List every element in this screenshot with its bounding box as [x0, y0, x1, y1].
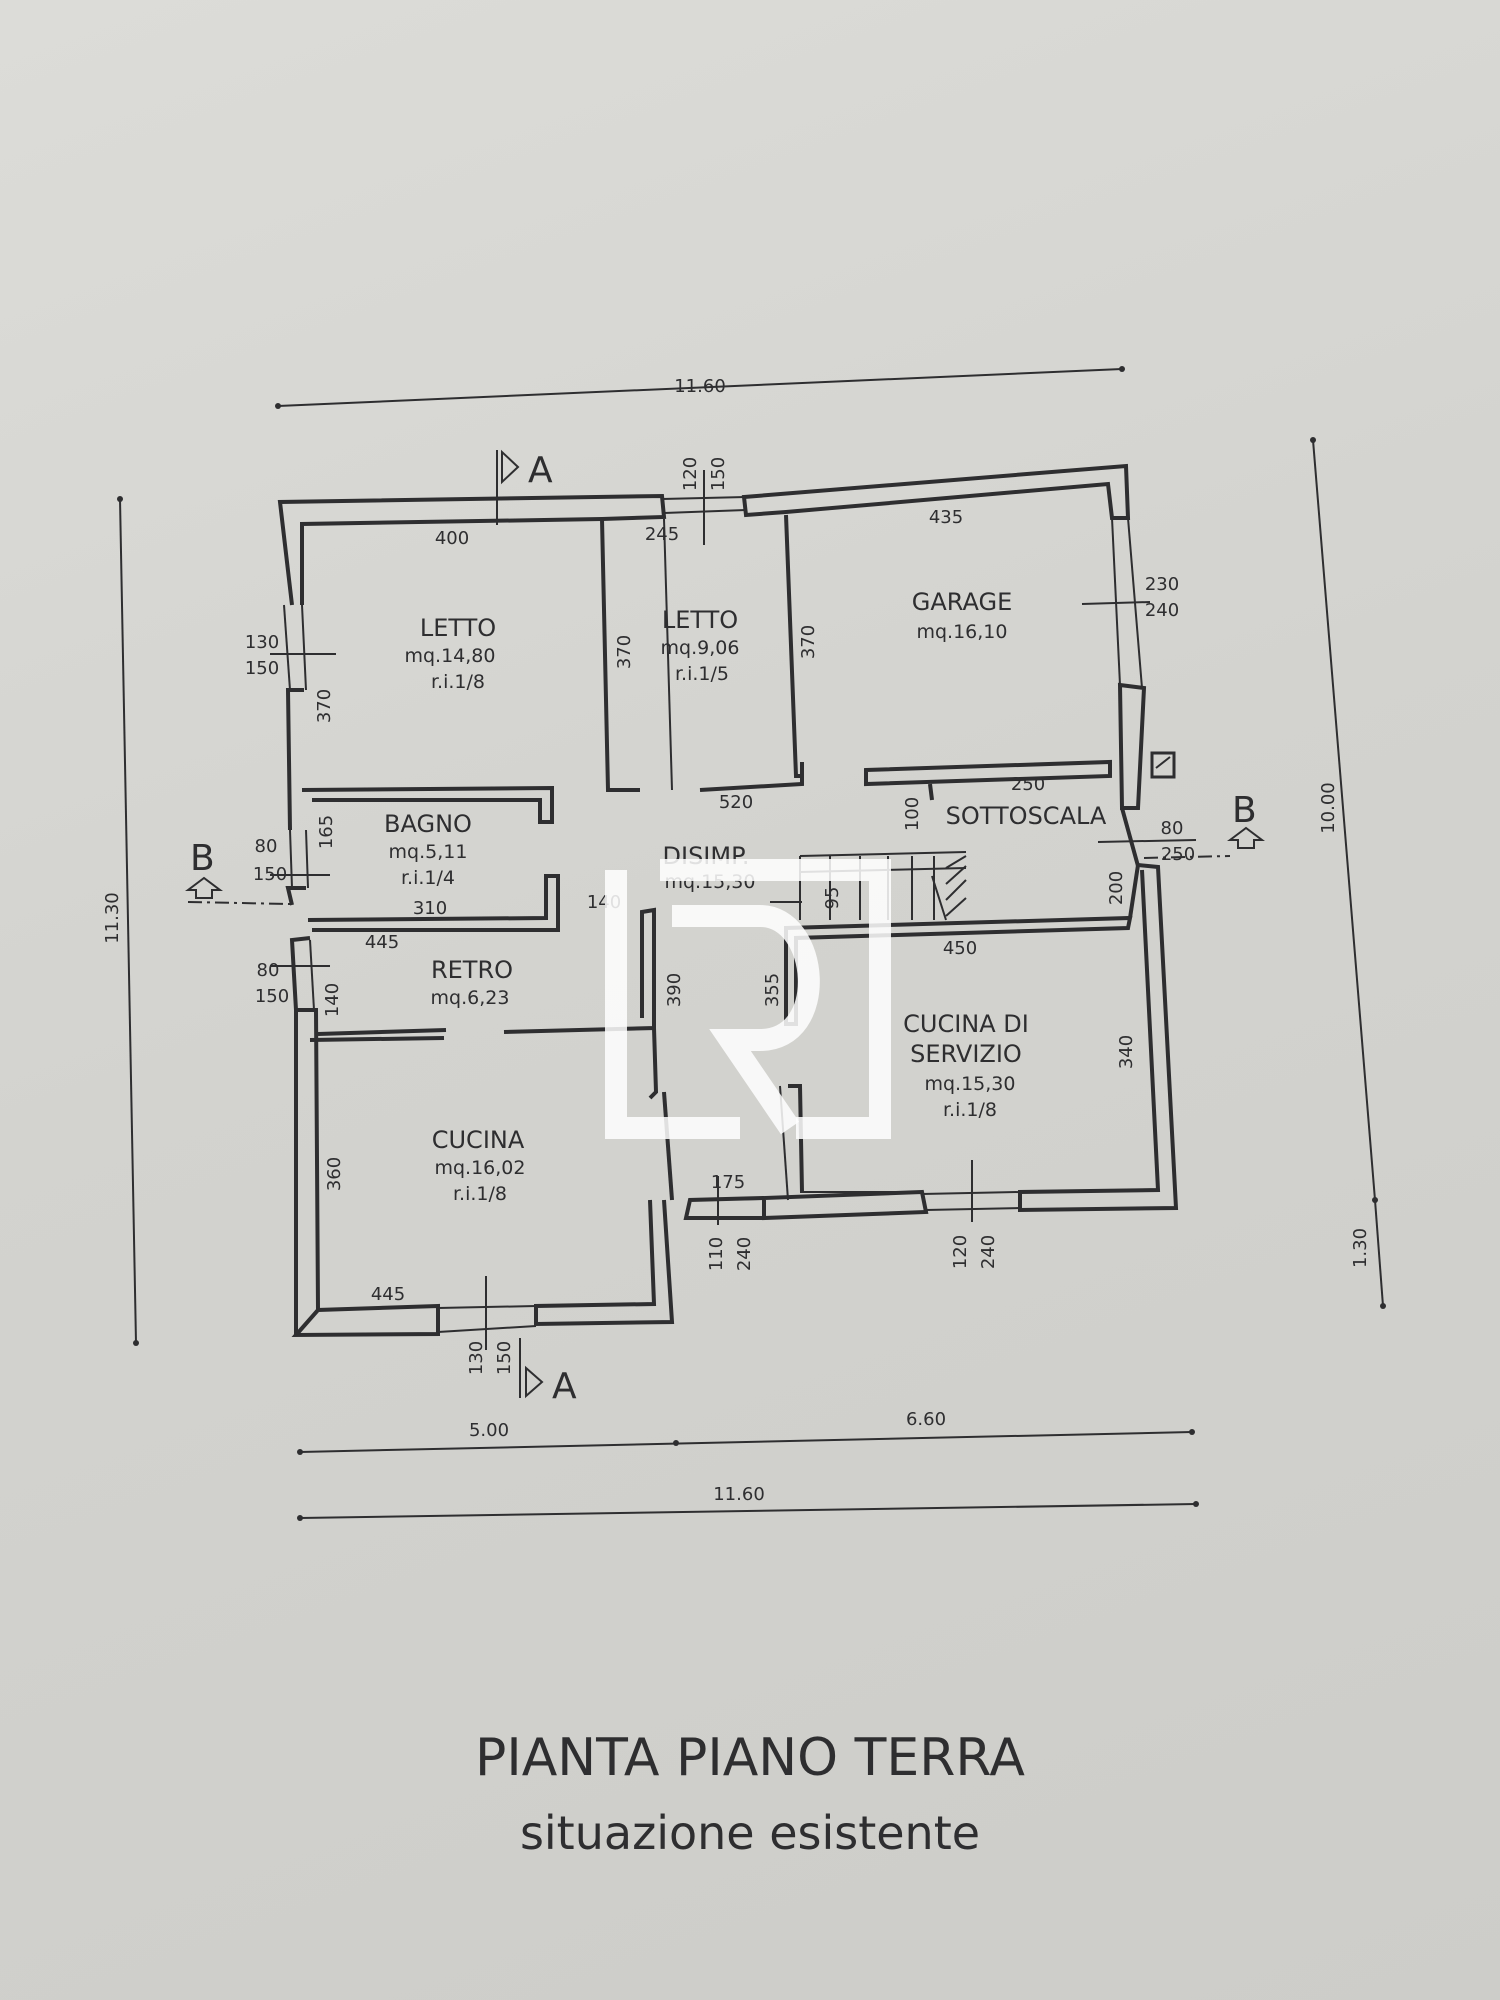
dim-370-garage: 370	[798, 625, 819, 659]
room-letto-1-ri: r.i.1/8	[431, 671, 485, 693]
room-bagno-name: BAGNO	[384, 810, 472, 838]
dim-100: 100	[902, 797, 923, 831]
dim-200: 200	[1106, 871, 1127, 905]
dim-450: 450	[943, 938, 977, 959]
dim-120-bottom: 120	[950, 1235, 971, 1269]
dim-370-letto2: 370	[614, 635, 635, 669]
dim-bottom-total: 11.60	[713, 1484, 765, 1505]
room-retro-area: mq.6,23	[431, 987, 510, 1009]
section-b-right: B	[1232, 790, 1257, 831]
dim-360: 360	[324, 1157, 345, 1191]
dim-80-right: 80	[1161, 818, 1184, 839]
room-letto-1-name: LETTO	[420, 614, 496, 642]
dim-bottom-left: 5.00	[469, 1420, 509, 1441]
dim-445-cucina: 445	[371, 1284, 405, 1305]
dimension-lines: 11.60 11.30 10.00 1.30 5.00 6.60 11.60	[102, 366, 1386, 1521]
room-letto-2-name: LETTO	[662, 606, 738, 634]
room-letto-2-ri: r.i.1/5	[675, 663, 729, 685]
dim-250-sottoscala: 250	[1011, 774, 1045, 795]
dim-130-left: 130	[245, 632, 279, 653]
dim-240-garage: 240	[1145, 600, 1179, 621]
dim-340: 340	[1116, 1035, 1137, 1069]
room-cucina-servizio-name-2: SERVIZIO	[910, 1040, 1022, 1068]
dim-110: 110	[706, 1237, 727, 1271]
dim-left-height: 11.30	[102, 892, 123, 944]
room-labels: LETTO mq.14,80 r.i.1/8 LETTO mq.9,06 r.i…	[384, 588, 1107, 1205]
dim-165: 165	[316, 815, 337, 849]
dim-120-top: 120	[680, 457, 701, 491]
room-bagno-ri: r.i.1/4	[401, 867, 455, 889]
dim-175: 175	[711, 1172, 745, 1193]
dim-400: 400	[435, 528, 469, 549]
dim-370-letto1: 370	[314, 689, 335, 723]
plan-title: PIANTA PIANO TERRA	[475, 1728, 1025, 1788]
room-sottoscala-name: SOTTOSCALA	[946, 802, 1107, 830]
room-letto-1-area: mq.14,80	[404, 645, 495, 667]
room-cucina-servizio-area: mq.15,30	[924, 1073, 1015, 1095]
dim-right-bottom: 1.30	[1350, 1228, 1371, 1268]
room-retro-name: RETRO	[431, 956, 513, 984]
opening-ticks	[270, 470, 1197, 1350]
dim-250-right: 250	[1161, 844, 1195, 865]
room-cucina-name: CUCINA	[432, 1126, 525, 1154]
dim-80-retro: 80	[257, 960, 280, 981]
dim-80-bagno: 80	[255, 836, 278, 857]
dim-230: 230	[1145, 574, 1179, 595]
dim-445-retro: 445	[365, 932, 399, 953]
interior-walls	[301, 514, 1140, 1201]
section-a-bottom: A	[552, 1366, 577, 1407]
room-garage-name: GARAGE	[912, 588, 1012, 616]
room-bagno-area: mq.5,11	[389, 841, 468, 863]
dim-95: 95	[822, 887, 843, 910]
dim-150-bagno: 150	[253, 864, 287, 885]
section-markers: A A B B	[185, 449, 1265, 1407]
room-cucina-servizio-name-1: CUCINA DI	[903, 1010, 1029, 1038]
room-garage-area: mq.16,10	[916, 621, 1007, 643]
dim-355: 355	[762, 973, 783, 1007]
room-cucina-servizio-ri: r.i.1/8	[943, 1099, 997, 1121]
dim-130-bottom: 130	[466, 1341, 487, 1375]
dim-435: 435	[929, 507, 963, 528]
room-letto-2-area: mq.9,06	[661, 637, 740, 659]
dim-150-retro: 150	[255, 986, 289, 1007]
dim-bottom-right: 6.60	[906, 1409, 946, 1430]
dim-240-bottom: 240	[978, 1235, 999, 1269]
room-dimensions: 400 245 435 120 150 230 240 130 150 370 …	[245, 457, 1195, 1375]
section-b-left: B	[190, 838, 215, 879]
plan-subtitle: situazione esistente	[519, 1806, 981, 1860]
watermark-logo	[605, 859, 891, 1139]
dim-390: 390	[664, 973, 685, 1007]
dim-140-retro: 140	[322, 983, 343, 1017]
dim-520: 520	[719, 792, 753, 813]
room-cucina-ri: r.i.1/8	[453, 1183, 507, 1205]
dim-310: 310	[413, 898, 447, 919]
dim-240-mid: 240	[734, 1237, 755, 1271]
dim-150-top: 150	[708, 457, 729, 491]
room-cucina-area: mq.16,02	[434, 1157, 525, 1179]
dim-top-width: 11.60	[674, 376, 726, 397]
dim-150-left: 150	[245, 658, 279, 679]
dim-150-bottom: 150	[494, 1341, 515, 1375]
dim-245: 245	[645, 524, 679, 545]
dim-right-height: 10.00	[1318, 782, 1339, 834]
section-a-top: A	[528, 450, 553, 491]
